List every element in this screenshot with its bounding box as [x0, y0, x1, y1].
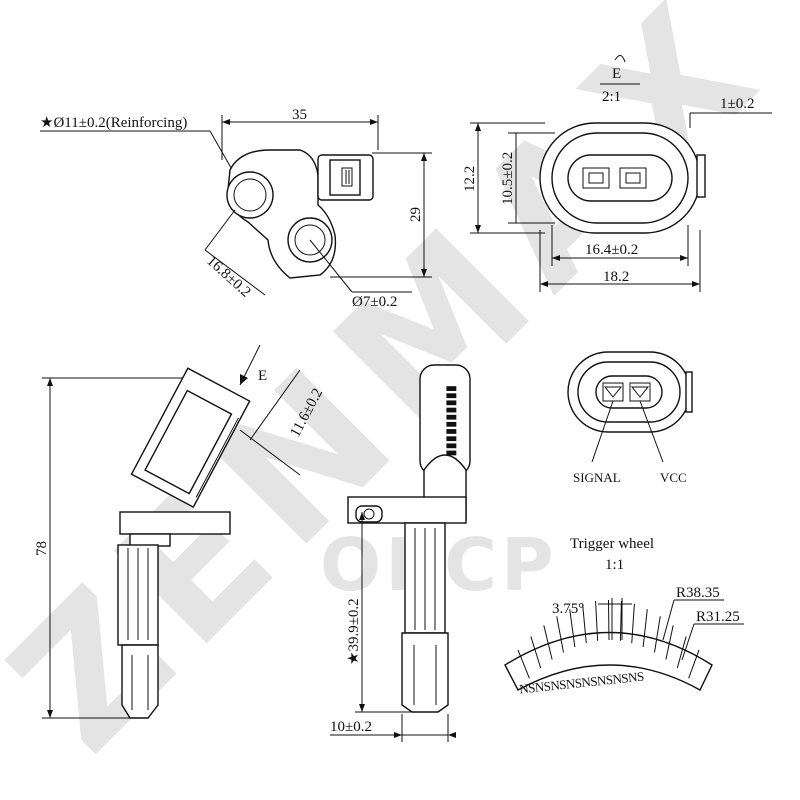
dim-diag-16-8: 16.8±0.2 [203, 253, 253, 301]
dim-inner-width: 16.4±0.2 [585, 242, 638, 258]
top-left-view: 35 29 ★Ø11±0.2(Reinforcing) 16.8±0.2 Ø7±… [40, 107, 432, 310]
dim-length-39-9: ★39.9±0.2 [346, 598, 362, 665]
front-view: ▮▮▮▮▮▮▮▮▮▮▮ ★39.9±0.2 10±0.2 [330, 364, 471, 742]
dim-width-35: 35 [292, 107, 307, 123]
pinout-view: SIGNAL VCC [567, 351, 693, 485]
pole-divider [654, 616, 661, 653]
dim-inner-height: 10.5±0.2 [500, 152, 516, 205]
dim-outer-width: 18.2 [603, 269, 629, 285]
pin-signal-label: SIGNAL [573, 470, 621, 485]
radius-inner: R31.25 [696, 609, 740, 625]
pole-divider [676, 636, 687, 669]
pole-divider [543, 625, 553, 660]
dim-height-29: 29 [408, 207, 424, 222]
pole-divider [608, 599, 610, 641]
pole-divider [582, 604, 587, 644]
connector-end-view: E 2:1 1±0.2 12.2 10.5±0.2 [462, 55, 772, 292]
svg-text:▮▮▮▮▮▮▮▮▮▮▮: ▮▮▮▮▮▮▮▮▮▮▮ [445, 385, 460, 464]
dim-outer-height: 12.2 [462, 166, 478, 192]
angle-label: 3.75° [552, 601, 584, 617]
pole-divider [642, 609, 648, 648]
hole-diameter: Ø7±0.2 [352, 294, 397, 310]
pole-divider [569, 609, 576, 648]
pin-vcc-label: VCC [660, 470, 687, 485]
pole-divider [517, 649, 530, 679]
view-arrow-e: E [258, 368, 267, 384]
pole-divider [665, 625, 674, 660]
side-view: 78 E 11.6±0.2 [34, 344, 326, 719]
view-e-label: E [612, 66, 621, 82]
trigger-title: Trigger wheel [570, 536, 654, 552]
reinforcing-label: ★Ø11±0.2(Reinforcing) [40, 115, 187, 131]
trigger-scale: 1:1 [605, 557, 624, 573]
radius-outer: R38.35 [676, 585, 720, 601]
pole-divider [530, 636, 542, 669]
pole-divider [556, 616, 564, 653]
pole-divider [688, 649, 700, 679]
pole-divider [619, 601, 622, 641]
view-scale: 2:1 [602, 89, 621, 105]
dim-width-10: 10±0.2 [330, 719, 372, 735]
dim-height-78: 78 [34, 541, 50, 556]
pole-divider [595, 600, 599, 641]
dim-1: 1±0.2 [720, 96, 754, 112]
pole-divider [631, 604, 635, 644]
